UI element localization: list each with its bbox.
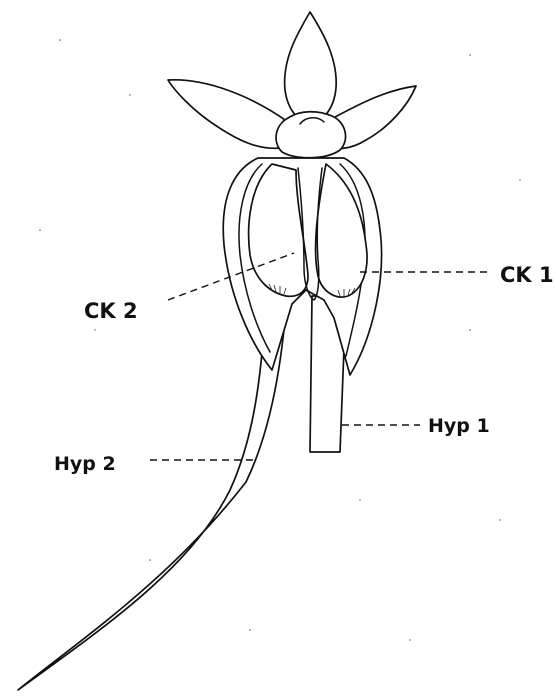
left-leaf [168,80,288,148]
central-node [276,112,346,158]
label-ck1: CK 1 [500,263,554,287]
hypocotyl-2 [18,282,288,690]
label-hyp1: Hyp 1 [428,415,490,437]
label-ck2: CK 2 [84,299,138,323]
label-hyp2: Hyp 2 [54,453,116,475]
top-bud [285,12,337,124]
